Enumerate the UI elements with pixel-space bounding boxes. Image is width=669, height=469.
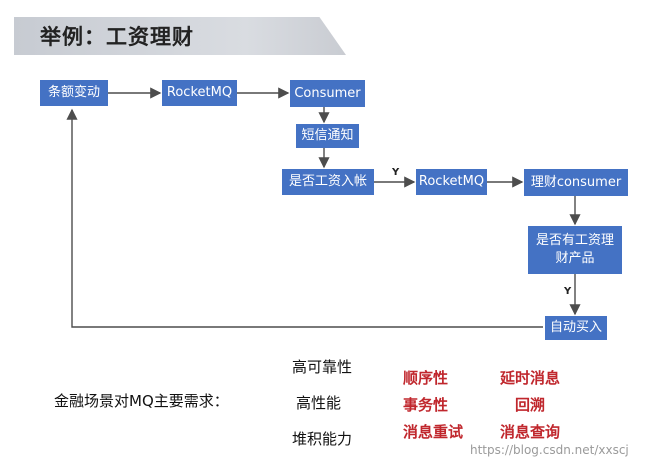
node-has-salary-product: 是否有工资理财产品: [528, 226, 622, 274]
page-title: 举例：工资理财: [40, 25, 194, 49]
requirement-high-performance: 高性能: [296, 394, 342, 412]
requirement-high-reliability: 高可靠性: [292, 358, 353, 376]
requirement-delayed-message: 延时消息: [500, 369, 561, 387]
requirement-backtrack: 回溯: [515, 396, 546, 414]
requirement-transaction: 事务性: [403, 396, 449, 414]
node-rocketmq-1: RocketMQ: [162, 80, 237, 106]
watermark: https://blog.csdn.net/xxscj: [470, 443, 629, 457]
requirement-message-query: 消息查询: [500, 423, 561, 441]
node-is-salary-entry: 是否工资入帐: [282, 169, 374, 195]
node-finance-consumer: 理财consumer: [524, 169, 628, 196]
node-balance-change: 条额变动: [40, 80, 108, 106]
requirement-retry: 消息重试: [403, 423, 464, 441]
requirement-accumulation: 堆积能力: [292, 430, 353, 448]
edge-auto-buy-to-balance: [66, 108, 543, 328]
requirements-label: 金融场景对MQ主要需求：: [54, 392, 229, 410]
title-band: [14, 17, 346, 55]
requirement-ordering: 顺序性: [403, 369, 449, 387]
edge-label-yes-2: Y: [564, 286, 572, 297]
node-auto-buy: 自动买入: [545, 316, 607, 340]
edge-label-yes-1: Y: [392, 167, 400, 178]
node-consumer: Consumer: [290, 80, 365, 107]
node-rocketmq-2: RocketMQ: [416, 169, 487, 195]
node-sms-notify: 短信通知: [296, 124, 359, 148]
